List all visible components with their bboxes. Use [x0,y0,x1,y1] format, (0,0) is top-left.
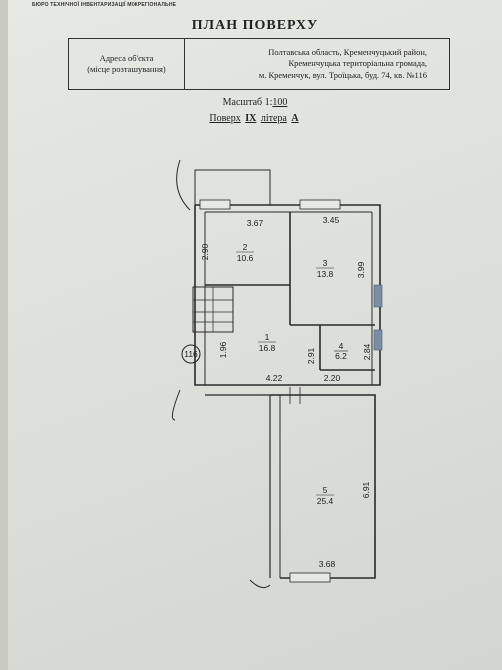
room-5-area: 25.4 [317,496,334,506]
letter-value: А [291,113,299,124]
room-3-number: 3 [323,258,328,268]
dim-room3-width: 3.45 [323,215,340,225]
address-value-line2: Кременчуцька територіальна громада, [288,58,427,69]
room-4-number: 4 [339,341,344,351]
document-page: БЮРО ТЕХНІЧНОЇ ІНВЕНТАРИЗАЦІЇ МІЖРЕГІОНА… [8,0,502,670]
room-2-area: 10.6 [237,253,254,263]
letter-label: літера [260,113,287,124]
room-5-number: 5 [323,485,328,495]
room-3-area: 13.8 [317,269,334,279]
dim-room2-depth: 2.90 [200,243,210,260]
address-label-line1: Адреса об'єкта [99,53,154,64]
scale-value: 100 [272,97,288,108]
address-table: Адреса об'єкта (місце розташування) Полт… [68,38,450,90]
room-4-label: 4 6.2 [334,341,348,361]
address-label-cell: Адреса об'єкта (місце розташування) [69,39,185,89]
dim-hall-width: 4.22 [266,373,283,383]
room-3-label: 3 13.8 [316,258,334,279]
floor-line: Поверх IX літера А [8,113,502,124]
floor-label: Поверх [209,113,241,124]
address-value-line1: Полтавська область, Кременчуцький район, [268,47,427,58]
room-4-area: 6.2 [335,351,347,361]
balcony-outline [194,169,271,205]
address-value-line3: м. Кременчук, вул. Троїцька, буд. 74, кв… [258,69,427,80]
dim-room5-width: 3.68 [319,559,336,569]
page-title: ПЛАН ПОВЕРХУ [191,18,319,33]
dim-room3-depth: 3.99 [356,261,366,278]
room-1-label: 1 16.8 [258,332,276,353]
dim-room4-width: 2.20 [324,373,341,383]
room-2-number: 2 [243,242,248,252]
room-5-label: 5 25.4 [316,485,334,506]
room-1-number: 1 [265,332,270,342]
dim-room2-width: 3.67 [247,218,264,228]
dim-hall-partition: 2.91 [306,347,316,364]
scale-label: Масштаб 1: [222,97,273,108]
address-value-cell: Полтавська область, Кременчуцький район,… [185,39,449,89]
dim-room5-depth: 6.91 [361,481,371,498]
scale-line: Масштаб 1:100 [8,97,502,108]
apartment-marker: 116 [181,344,201,364]
dim-hall-depth: 1.96 [218,341,228,358]
room-2-label: 2 10.6 [236,242,254,263]
apartment-number: 116 [184,349,198,359]
floor-value: IX [245,113,257,124]
bureau-header: БЮРО ТЕХНІЧНОЇ ІНВЕНТАРИЗАЦІЇ МІЖРЕГІОНА… [32,2,177,8]
address-label-line2: (місце розташування) [87,64,166,74]
dim-room4-depth: 2.84 [362,343,372,360]
room-1-area: 16.8 [259,343,276,353]
